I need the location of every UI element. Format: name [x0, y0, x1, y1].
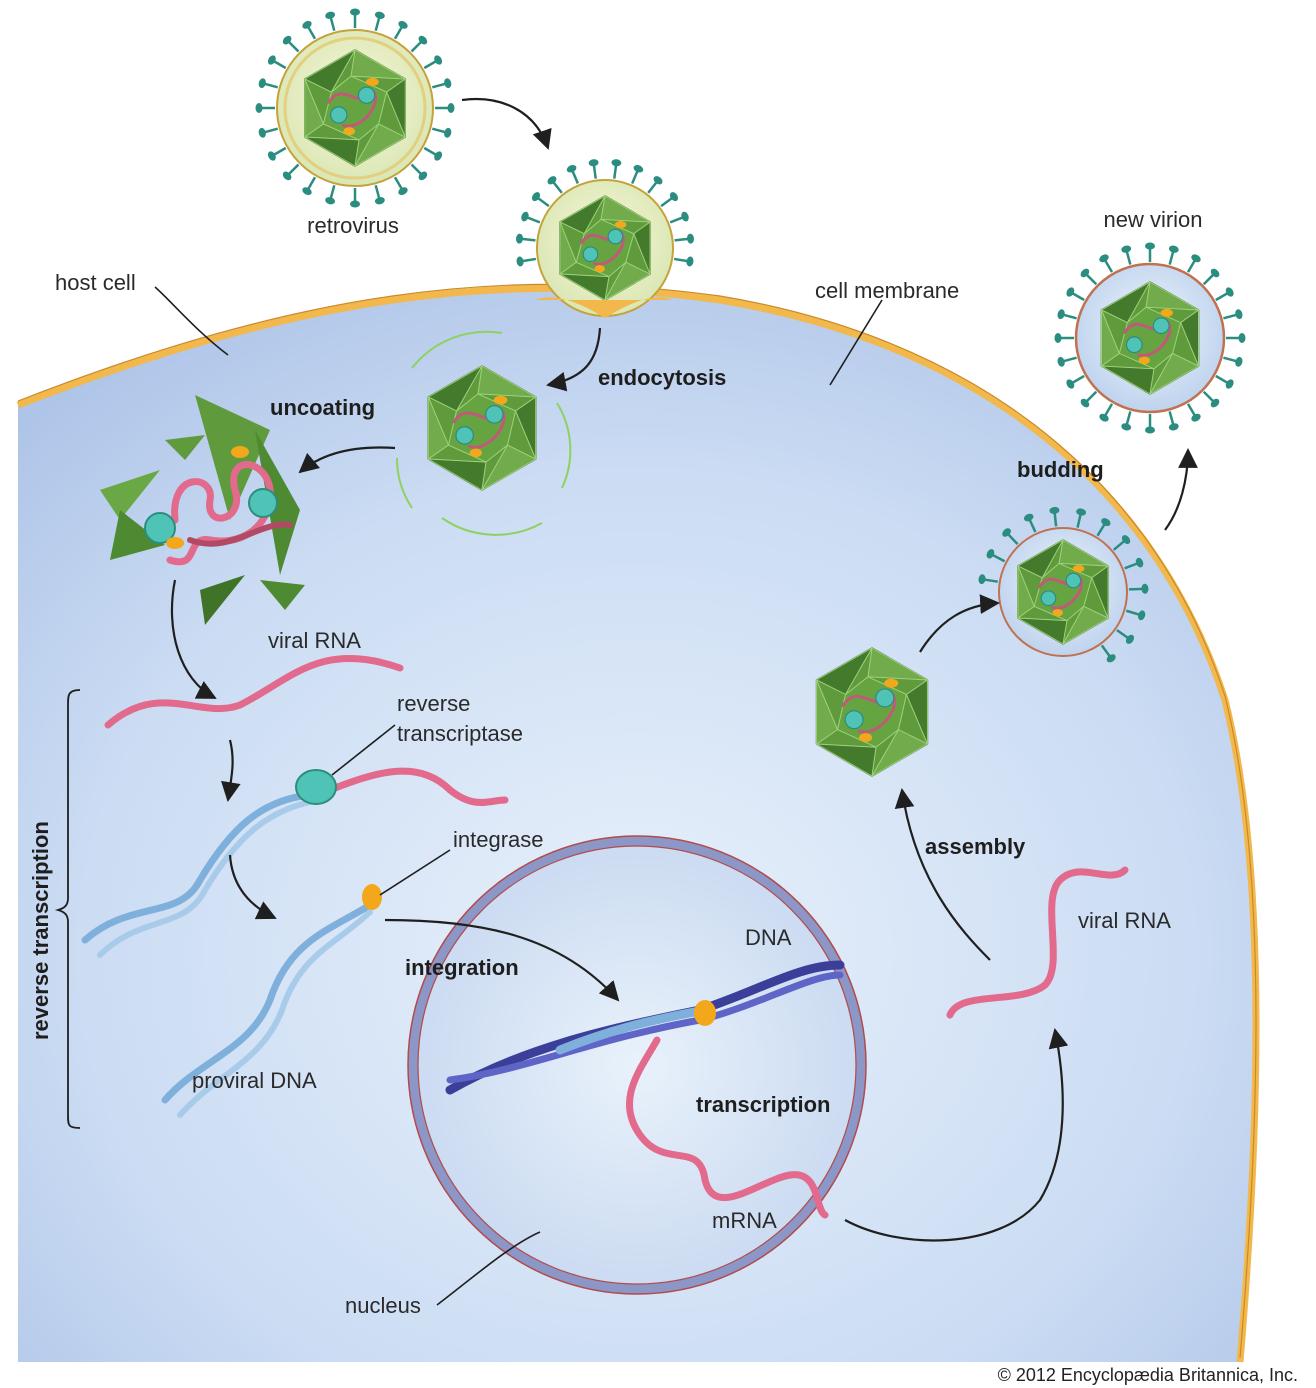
viral-rna-strand — [104, 655, 404, 729]
label-cell-membrane: cell membrane — [815, 278, 959, 303]
budding-virion — [978, 506, 1149, 663]
arrow-assembly — [894, 788, 991, 961]
label-reverse-transcriptase-line-1: reverse — [397, 691, 470, 716]
viral-rna-cytoplasm — [946, 866, 1129, 1019]
reverse-transcription-bracket — [54, 689, 81, 1129]
arrow-to-viral-rna — [170, 579, 217, 699]
arrow-release — [1164, 448, 1198, 531]
step-transcription: transcription — [696, 1092, 830, 1117]
arrow-rt-2 — [228, 854, 277, 920]
step-budding: budding — [1017, 457, 1104, 482]
label-viral-rna-2: viral RNA — [1078, 908, 1171, 933]
label-viral-rna-1: viral RNA — [268, 628, 361, 653]
label-reverse-transcriptase-line-2: transcriptase — [397, 721, 523, 746]
label-integrase: integrase — [453, 827, 544, 852]
label-mrna: mRNA — [712, 1208, 777, 1233]
label-proviral-dna: proviral DNA — [192, 1068, 317, 1093]
arrow-integration — [384, 918, 620, 1002]
assembled-capsid — [815, 646, 929, 778]
reverse-transcriptase-enzyme — [295, 769, 337, 805]
step-uncoating: uncoating — [270, 395, 375, 420]
label-host-cell: host cell — [55, 270, 136, 295]
arrow-endocytosis — [546, 327, 602, 392]
retrovirus-particle — [255, 8, 455, 208]
arrow-uncoating — [298, 446, 396, 474]
endocytosed-capsid — [395, 330, 572, 536]
step-assembly: assembly — [925, 834, 1026, 859]
step-integration: integration — [405, 955, 519, 980]
nucleus — [408, 836, 866, 1294]
arrow-to-budding — [919, 594, 1000, 653]
dna-copy-1 — [81, 791, 314, 944]
label-nucleus: nucleus — [345, 1293, 421, 1318]
label-retrovirus: retrovirus — [307, 213, 399, 238]
arrow-rt-1 — [221, 739, 241, 802]
uncoating-fragments — [100, 395, 305, 625]
mrna-strand — [626, 1036, 829, 1219]
arrow-export — [844, 1028, 1069, 1242]
label-dna: DNA — [745, 925, 792, 950]
attaching-virus — [515, 159, 695, 317]
new-virion — [1054, 242, 1246, 434]
step-reverse-transcription: reverse transcription — [28, 821, 53, 1040]
proviral-dna — [161, 901, 374, 1104]
host-cell — [18, 288, 1256, 1362]
label-new-virion: new virion — [1103, 207, 1202, 232]
copyright-notice: © 2012 Encyclopædia Britannica, Inc. — [998, 1365, 1298, 1385]
integrase-enzyme — [362, 884, 382, 910]
step-endocytosis: endocytosis — [598, 365, 726, 390]
arrow-attach — [461, 98, 552, 150]
